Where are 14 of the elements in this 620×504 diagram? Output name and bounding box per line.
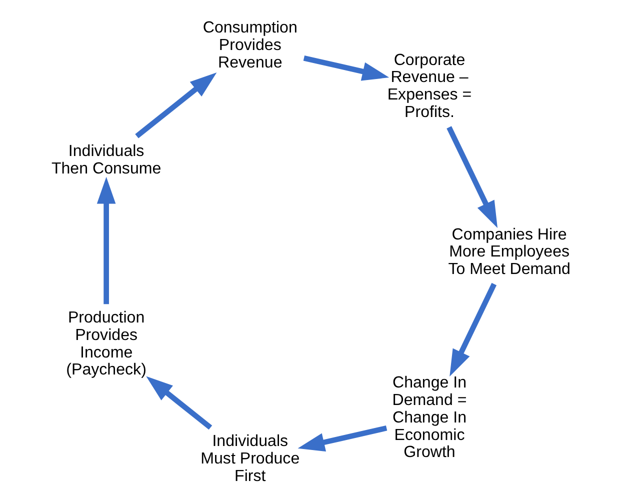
node-text: Individuals Then Consume	[50, 141, 161, 177]
node-text: Consumption Provides Revenue	[202, 18, 297, 71]
arrow	[446, 126, 498, 228]
node-text: Corporate Revenue – Expenses = Profits.	[386, 50, 472, 120]
arrow	[302, 54, 389, 80]
arrow	[146, 376, 212, 430]
node-text: Individuals Must Produce First	[200, 431, 300, 484]
arrow	[297, 424, 387, 452]
arrow	[134, 72, 216, 138]
arrow	[96, 176, 116, 304]
node-text: Production Provides Income (Paycheck)	[66, 308, 146, 378]
arrow	[449, 282, 496, 376]
node-text: Companies Hire More Employees To Meet Demand	[448, 224, 570, 278]
node-text: Change In Demand = Change In Economic Growth	[392, 373, 466, 461]
